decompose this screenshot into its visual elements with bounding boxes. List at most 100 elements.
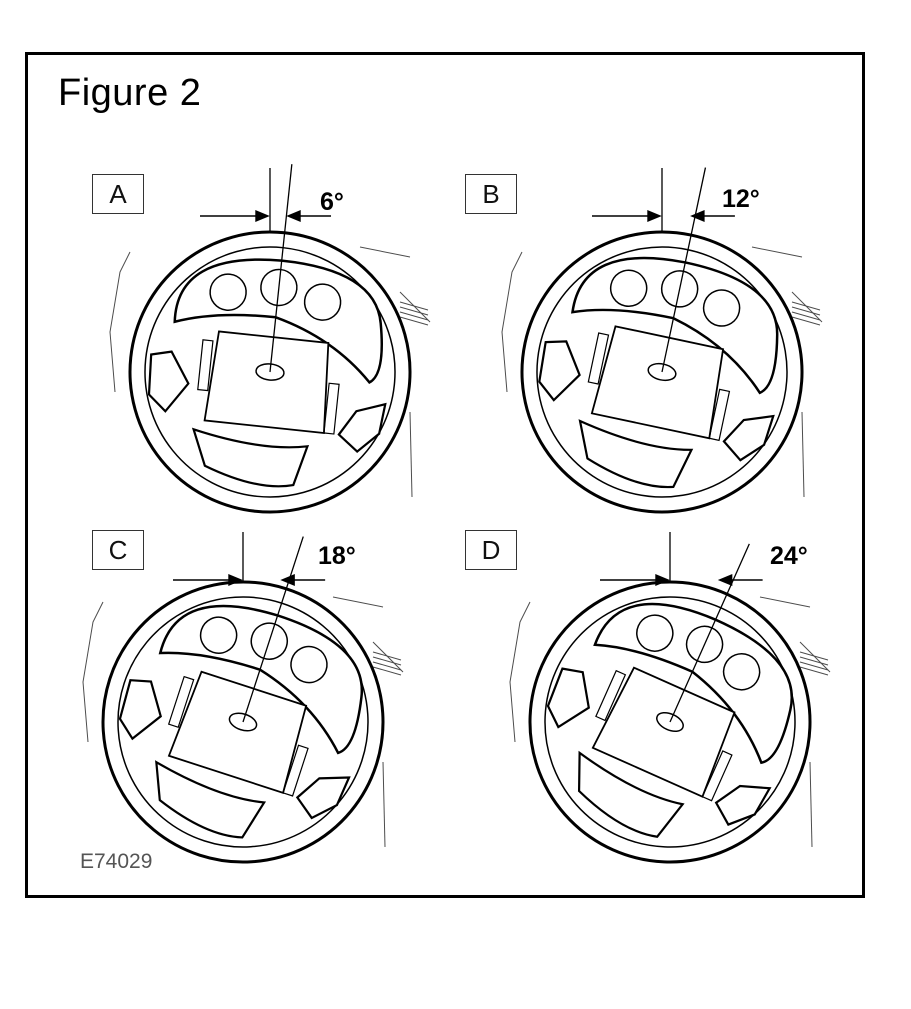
column-line — [801, 411, 805, 498]
column-line — [382, 761, 386, 848]
arrowhead-left — [655, 573, 670, 587]
wheel-body — [528, 543, 812, 864]
vent-line — [372, 656, 402, 666]
bottom-spoke — [191, 427, 310, 488]
right-switch-pack — [701, 750, 733, 802]
angle-dimension — [173, 573, 326, 587]
wheel-body — [101, 536, 385, 864]
angle-dimension — [600, 573, 763, 587]
bottom-spoke — [577, 750, 685, 838]
reference-line-rotated — [669, 543, 750, 723]
reference-line-rotated — [661, 167, 707, 373]
panel-label-c: C — [92, 530, 144, 570]
vent-line — [791, 316, 821, 326]
reference-line-rotated — [242, 536, 304, 723]
right-switch-pack — [323, 382, 340, 435]
bottom-spoke — [155, 760, 267, 839]
column-line — [809, 761, 813, 848]
dashboard-right-line-2 — [791, 291, 823, 323]
arrowhead-right — [280, 573, 295, 587]
right-switch-pack — [708, 388, 731, 442]
arrowhead-left — [647, 209, 662, 223]
vent-line — [791, 306, 821, 316]
wheel-body — [128, 164, 412, 514]
dashboard-right-line-2 — [399, 291, 431, 323]
left-switch-pack — [595, 669, 627, 722]
arrowhead-right — [690, 209, 705, 223]
dashboard-left-line — [82, 601, 104, 743]
gauge-right — [702, 289, 741, 327]
dashboard-lines — [82, 596, 404, 848]
right-spoke — [714, 784, 772, 826]
figure-title: Figure 2 — [58, 72, 202, 114]
gauge-left — [209, 273, 247, 311]
gauge-left — [636, 614, 674, 652]
arrowhead-right — [717, 573, 733, 587]
left-switch-pack — [197, 339, 214, 392]
dashboard-right-line — [751, 246, 803, 258]
vent-line — [399, 311, 429, 321]
gauge-right — [303, 283, 342, 321]
angle-label-a: 6° — [320, 188, 344, 216]
left-spoke — [118, 679, 162, 741]
vent-line — [799, 656, 829, 666]
dashboard-lines — [109, 246, 431, 498]
vent-line — [372, 651, 402, 661]
dashboard-lines — [501, 246, 823, 498]
angle-label-d: 24° — [770, 542, 808, 570]
dashboard-left-line — [509, 601, 531, 743]
angle-dimension — [592, 209, 735, 223]
bottom-spoke — [578, 419, 694, 489]
vent-line — [799, 661, 829, 671]
vent-line — [372, 661, 402, 671]
vent-line — [399, 301, 429, 311]
panel-label-d: D — [465, 530, 517, 570]
instrument-cowl — [158, 604, 364, 755]
reference-line-rotated — [269, 164, 293, 373]
vent-line — [791, 311, 821, 321]
right-spoke — [295, 776, 351, 820]
right-spoke — [722, 414, 775, 462]
instrument-cowl — [173, 258, 384, 385]
left-switch-pack — [587, 332, 610, 385]
arrowhead-right — [286, 209, 301, 223]
instrument-cowl — [593, 602, 793, 765]
vent-line — [791, 301, 821, 311]
gauge-right — [290, 645, 328, 684]
angle-label-c: 18° — [318, 542, 356, 570]
panel-label-b: B — [465, 174, 517, 214]
angle-dimension — [200, 209, 332, 223]
column-line — [409, 411, 413, 498]
right-spoke — [337, 402, 387, 454]
arrowhead-left — [255, 209, 270, 223]
gauge-left — [199, 616, 238, 654]
vent-line — [799, 651, 829, 661]
gauge-right — [722, 653, 761, 691]
dashboard-right-line-2 — [372, 641, 404, 673]
left-switch-pack — [167, 675, 195, 728]
vent-line — [399, 316, 429, 326]
angle-label-b: 12° — [722, 185, 760, 213]
arrowhead-left — [228, 573, 243, 587]
wheel-body — [520, 167, 804, 514]
instrument-cowl — [571, 256, 779, 395]
dashboard-left-line — [109, 251, 131, 393]
vent-line — [372, 666, 402, 676]
dashboard-left-line — [501, 251, 523, 393]
reference-code: E74029 — [80, 850, 153, 873]
dashboard-right-line — [359, 246, 411, 258]
gauge-left — [609, 269, 648, 307]
dashboard-right-line — [332, 596, 384, 608]
dashboard-lines — [509, 596, 831, 848]
left-spoke — [546, 667, 590, 729]
panel-label-a: A — [92, 174, 144, 214]
right-switch-pack — [282, 744, 309, 797]
left-spoke — [147, 350, 190, 413]
vent-line — [799, 666, 829, 676]
vent-line — [399, 306, 429, 316]
dashboard-right-line-2 — [799, 641, 831, 673]
